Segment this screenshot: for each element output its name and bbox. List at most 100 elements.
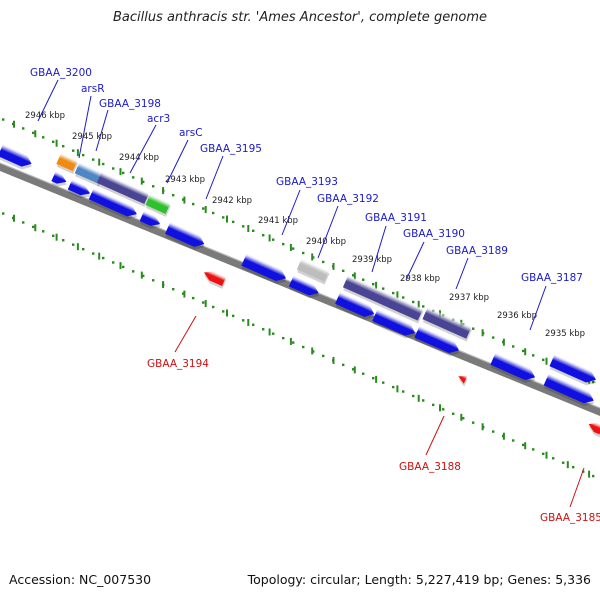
gene-label: GBAA_3200: [30, 67, 92, 79]
inner-ruler-dot: [142, 274, 145, 278]
outer-ruler-dot: [262, 234, 265, 237]
gene-box-3191-body: [342, 275, 424, 321]
outer-ruler-dot: [242, 225, 245, 228]
outer-ruler-dot: [322, 260, 325, 264]
gene-arrow-j-body: [490, 352, 536, 381]
gene-box-3191: [342, 275, 424, 324]
outer-ruler-dot: [532, 354, 535, 357]
outer-ruler-dot: [272, 238, 275, 241]
ruler-tick-label: 2945 kbp: [72, 132, 112, 142]
inner-ruler-dot: [262, 328, 265, 331]
outer-ruler-dot: [172, 193, 175, 197]
gene-callout-line: [174, 315, 197, 353]
gene-callout-line: [317, 205, 339, 259]
map-title: Bacillus anthracis str. 'Ames Ancestor',…: [112, 10, 488, 25]
gene-box-arsR-body: [56, 152, 78, 172]
inner-ruler-dot: [492, 430, 495, 433]
gene-label: acr3: [147, 113, 170, 125]
gene-callout-line: [405, 241, 425, 281]
gene-arrow-h: [372, 309, 416, 339]
gene-label: arsC: [179, 127, 203, 139]
inner-ruler-dot: [542, 452, 545, 456]
outer-ruler-dot: [32, 131, 35, 135]
outer-ruler-dot: [422, 305, 425, 308]
gene-label: arsR: [81, 83, 105, 95]
gene-arrow-e: [241, 253, 287, 284]
gene-label: GBAA_3194: [147, 358, 209, 370]
gene-callout-line: [569, 467, 585, 508]
outer-ruler-dot: [202, 207, 205, 210]
inner-ruler-dot: [182, 292, 185, 295]
ruler-tick-label: 2940 kbp: [306, 237, 346, 247]
ruler-tick-label: 2944 kbp: [119, 153, 159, 163]
gene-arrow-b: [67, 179, 91, 199]
outer-ruler-dot: [302, 251, 305, 255]
inner-ruler-dot: [2, 212, 5, 215]
inner-ruler-dot: [402, 390, 405, 393]
inner-ruler-dot: [222, 310, 225, 313]
outer-ruler-dot: [22, 127, 25, 130]
gene-box-3193-body: [296, 258, 330, 282]
outer-ruler-dot: [292, 247, 295, 250]
inner-ruler-dot: [32, 225, 35, 229]
outer-ruler-dot: [232, 220, 235, 224]
gene-arrow-h-body: [372, 309, 416, 336]
gene-arrow-a: [51, 171, 67, 187]
inner-ruler-dot: [522, 443, 525, 447]
inner-ruler-dot: [512, 439, 515, 442]
gene-arrow-3200-body: [0, 144, 32, 167]
gene-box-arsC-body: [145, 194, 171, 214]
gene-arrow-g-body: [335, 291, 375, 317]
inner-ruler-dot: [122, 265, 125, 269]
ruler-tick-label: 2936 kbp: [497, 311, 537, 321]
outer-ruler-dot: [592, 380, 595, 384]
outer-ruler-dot: [182, 198, 185, 201]
inner-ruler-dot: [102, 256, 105, 260]
ruler-tick-label: 2938 kbp: [400, 274, 440, 284]
gene-box-3198-body: [74, 162, 104, 184]
inner-ruler-dot: [252, 323, 255, 326]
inner-ruler-dot: [462, 417, 465, 420]
minus-feature-3188-body: [458, 375, 468, 384]
outer-ruler-dot: [92, 158, 95, 161]
inner-ruler-dot: [62, 239, 65, 242]
gene-box-acr3-body: [96, 171, 150, 205]
inner-ruler-dot: [392, 385, 395, 389]
outer-ruler-dot: [372, 282, 375, 286]
ruler-tick-label: 2935 kbp: [545, 329, 585, 339]
inner-ruler-dot: [562, 461, 565, 464]
gene-box-3190: [422, 307, 472, 342]
inner-ruler-dot: [232, 314, 235, 318]
gene-callout-line: [371, 225, 387, 273]
inner-ruler-dot: [322, 354, 325, 358]
outer-ruler-dot: [472, 327, 475, 330]
inner-ruler-dot: [452, 412, 455, 415]
gene-box-3193: [296, 258, 330, 285]
inner-ruler-dot: [352, 368, 355, 371]
gene-label: GBAA_3191: [365, 212, 427, 224]
inner-ruler-dot: [242, 319, 245, 322]
gene-arrow-3187-body: [549, 354, 596, 383]
ruler-tick-label: 2937 kbp: [449, 293, 489, 303]
outer-ruler-dot: [382, 287, 385, 290]
outer-ruler-dot: [142, 180, 145, 184]
ruler-tick-label: 2946 kbp: [25, 111, 65, 121]
outer-ruler-dot: [282, 242, 285, 246]
outer-ruler-dot: [412, 300, 415, 304]
gene-callout-line: [129, 124, 157, 174]
gene-arrow-d: [139, 210, 161, 229]
gene-label: GBAA_3188: [399, 461, 461, 473]
outer-ruler-dot: [252, 229, 255, 232]
outer-ruler-dot: [132, 176, 135, 179]
inner-ruler-dot: [132, 270, 135, 273]
gene-arrow-e-body: [241, 253, 287, 282]
inner-ruler-dot: [592, 474, 595, 478]
minus-feature-3188: [458, 375, 468, 387]
gene-box-acr3: [96, 171, 150, 207]
gene-arrow-3200: [0, 144, 32, 170]
inner-ruler-dot: [382, 381, 385, 384]
gene-arrow-3195: [165, 221, 205, 250]
inner-ruler-dot: [192, 296, 195, 300]
inner-ruler-dot: [172, 287, 175, 291]
